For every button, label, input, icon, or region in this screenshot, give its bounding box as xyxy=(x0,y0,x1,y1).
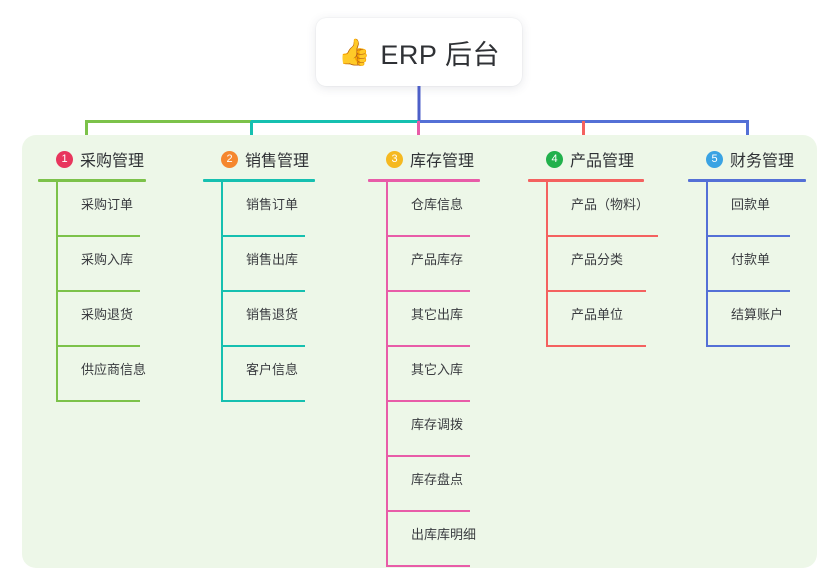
branch-item[interactable]: 产品单位 xyxy=(548,292,688,347)
branch-number-badge: 1 xyxy=(56,150,73,168)
branch-item-label: 采购订单 xyxy=(81,197,134,212)
branch-item[interactable]: 销售出库 xyxy=(223,237,353,292)
branch-item[interactable]: 产品库存 xyxy=(388,237,518,292)
diagram-panel xyxy=(22,135,817,568)
branch-column-3: 3 库存管理仓库信息产品库存其它出库其它入库库存调拨库存盘点出库库明细 xyxy=(368,146,518,567)
branch-item-label: 销售出库 xyxy=(246,252,299,267)
branch-items: 销售订单销售出库销售退货客户信息 xyxy=(221,182,353,402)
branch-item[interactable]: 仓库信息 xyxy=(388,182,518,237)
branch-items: 采购订单采购入库采购退货供应商信息 xyxy=(56,182,188,402)
branch-item-label: 其它出库 xyxy=(411,307,464,322)
branch-item[interactable]: 库存调拨 xyxy=(388,402,518,457)
branch-item[interactable]: 回款单 xyxy=(708,182,828,237)
branch-title: 销售管理 xyxy=(245,153,310,170)
branch-item-label: 库存调拨 xyxy=(411,417,464,432)
branch-header-rule xyxy=(203,179,315,182)
root-title: ERP 后台 xyxy=(380,39,500,70)
branch-item-rule xyxy=(388,510,470,512)
branch-item-label: 仓库信息 xyxy=(411,197,464,212)
branch-item[interactable]: 出库库明细 xyxy=(388,512,518,567)
branch-header-4[interactable]: 4 产品管理 xyxy=(528,146,688,172)
branch-item-label: 供应商信息 xyxy=(81,362,147,377)
branch-item-rule xyxy=(58,235,140,237)
branch-item-label: 出库库明细 xyxy=(411,527,477,542)
branch-item-rule xyxy=(388,235,470,237)
branch-header-rule xyxy=(688,179,806,182)
branch-title: 产品管理 xyxy=(570,153,635,170)
branch-items: 回款单付款单结算账户 xyxy=(706,182,828,347)
branch-item-rule xyxy=(388,345,470,347)
branch-number-badge: 5 xyxy=(706,150,723,168)
branch-item-rule xyxy=(708,235,790,237)
branch-item-label: 回款单 xyxy=(731,197,771,212)
branch-item[interactable]: 产品分类 xyxy=(548,237,688,292)
thumbs-up-icon: 👍 xyxy=(338,37,371,67)
branch-column-2: 2 销售管理销售订单销售出库销售退货客户信息 xyxy=(203,146,353,402)
branch-column-1: 1 采购管理采购订单采购入库采购退货供应商信息 xyxy=(38,146,188,402)
branch-item-label: 付款单 xyxy=(731,252,771,267)
branch-item-label: 销售订单 xyxy=(246,197,299,212)
branch-item-label: 产品（物料） xyxy=(571,197,650,212)
branch-item[interactable]: 采购入库 xyxy=(58,237,188,292)
branch-header-3[interactable]: 3 库存管理 xyxy=(368,146,518,172)
branch-item-label: 客户信息 xyxy=(246,362,299,377)
branch-column-4: 4 产品管理产品（物料） 产品分类产品单位 xyxy=(528,146,688,347)
branch-number-badge: 3 xyxy=(386,150,403,168)
branch-item-rule xyxy=(548,290,646,292)
branch-item-rule xyxy=(388,400,470,402)
branch-item-rule xyxy=(388,455,470,457)
branch-number-badge: 2 xyxy=(221,150,238,168)
branch-header-rule xyxy=(368,179,480,182)
branch-item-rule xyxy=(388,565,470,567)
branch-header-2[interactable]: 2 销售管理 xyxy=(203,146,353,172)
branch-item-label: 其它入库 xyxy=(411,362,464,377)
branch-item-rule xyxy=(388,290,470,292)
branch-item-label: 产品分类 xyxy=(571,252,624,267)
branch-header-rule xyxy=(528,179,644,182)
branch-item-rule xyxy=(548,345,646,347)
branch-item-rule xyxy=(58,345,140,347)
branch-title: 库存管理 xyxy=(410,153,475,170)
branch-title: 财务管理 xyxy=(730,153,795,170)
branch-item[interactable]: 采购退货 xyxy=(58,292,188,347)
branch-item-rule xyxy=(223,235,305,237)
branch-item[interactable]: 供应商信息 xyxy=(58,347,188,402)
branch-item[interactable]: 其它出库 xyxy=(388,292,518,347)
branch-item[interactable]: 付款单 xyxy=(708,237,828,292)
branch-item-rule xyxy=(548,235,658,237)
branch-item-rule xyxy=(708,290,790,292)
branch-item-label: 销售退货 xyxy=(246,307,299,322)
branch-item[interactable]: 库存盘点 xyxy=(388,457,518,512)
branch-item-label: 库存盘点 xyxy=(411,472,464,487)
branch-header-5[interactable]: 5 财务管理 xyxy=(688,146,828,172)
branch-item[interactable]: 产品（物料） xyxy=(548,182,688,237)
root-node[interactable]: 👍 ERP 后台 xyxy=(316,18,522,86)
branch-items: 仓库信息产品库存其它出库其它入库库存调拨库存盘点出库库明细 xyxy=(386,182,518,567)
branch-item-rule xyxy=(58,400,140,402)
branch-number-badge: 4 xyxy=(546,150,563,168)
branch-item-label: 结算账户 xyxy=(731,307,784,322)
branch-items: 产品（物料） 产品分类产品单位 xyxy=(546,182,688,347)
branch-item-label: 采购入库 xyxy=(81,252,134,267)
branch-item[interactable]: 销售订单 xyxy=(223,182,353,237)
branch-header-1[interactable]: 1 采购管理 xyxy=(38,146,188,172)
branch-item[interactable]: 客户信息 xyxy=(223,347,353,402)
branch-item-label: 产品库存 xyxy=(411,252,464,267)
branch-item-rule xyxy=(223,290,305,292)
branch-item-label: 采购退货 xyxy=(81,307,134,322)
branch-item-rule xyxy=(708,345,790,347)
branch-item-rule xyxy=(223,345,305,347)
branch-item[interactable]: 结算账户 xyxy=(708,292,828,347)
branch-item-rule xyxy=(58,290,140,292)
branch-item[interactable]: 其它入库 xyxy=(388,347,518,402)
branch-item-label: 产品单位 xyxy=(571,307,624,322)
branch-header-rule xyxy=(38,179,146,182)
branch-item[interactable]: 采购订单 xyxy=(58,182,188,237)
branch-item[interactable]: 销售退货 xyxy=(223,292,353,347)
branch-column-5: 5 财务管理回款单付款单结算账户 xyxy=(688,146,828,347)
branch-title: 采购管理 xyxy=(80,153,145,170)
branch-item-rule xyxy=(223,400,305,402)
